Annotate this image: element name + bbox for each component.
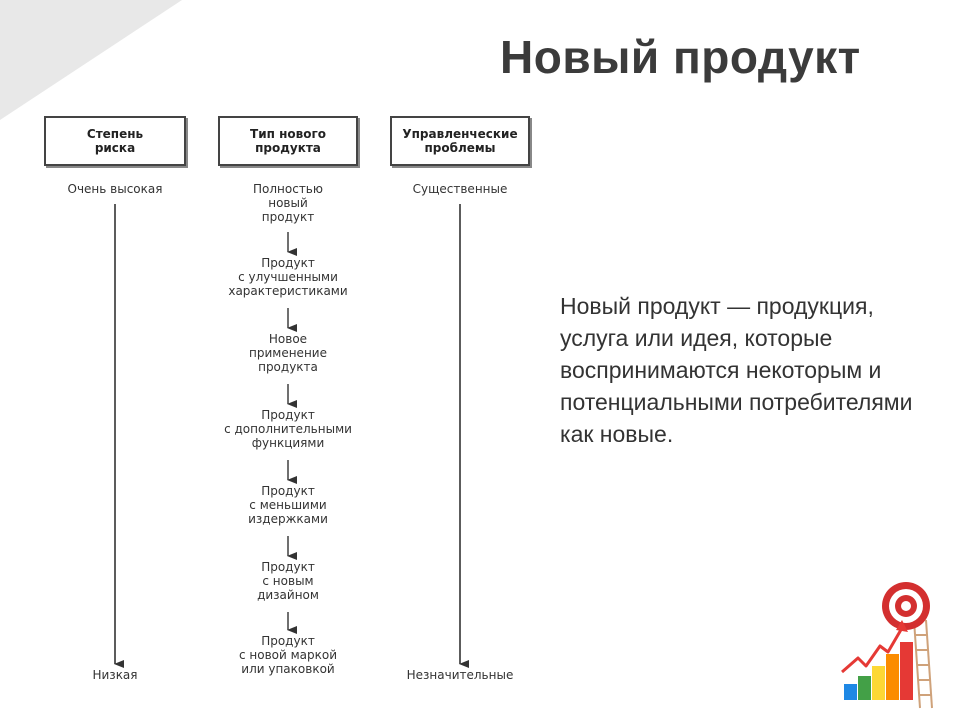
- header-problems-line-1: Управленческие: [402, 127, 518, 141]
- header-product-type: Тип нового продукта: [218, 116, 358, 166]
- header-type-line-2: продукта: [255, 141, 321, 155]
- header-problems-line-2: проблемы: [424, 141, 496, 155]
- header-risk-line-2: риска: [94, 141, 136, 155]
- product-type-step: Продукт с новым дизайном: [257, 560, 319, 602]
- product-type-step: Продукт с меньшими издержками: [248, 484, 328, 526]
- problems-bottom-label: Незначительные: [406, 668, 514, 682]
- product-type-step: Полностью новый продукт: [253, 182, 323, 224]
- header-type-line-1: Тип нового: [250, 127, 326, 141]
- risk-top-label: Очень высокая: [67, 182, 163, 196]
- definition-text: Новый продукт — продукция, услуга или ид…: [560, 293, 913, 447]
- corner-decoration: [0, 0, 182, 120]
- risk-bottom-label: Низкая: [92, 668, 138, 682]
- product-type-step: Продукт с дополнительными функциями: [224, 408, 352, 450]
- header-risk-line-1: Степень: [86, 127, 144, 141]
- product-type-step: Продукт с улучшенными характеристиками: [228, 256, 348, 298]
- header-problems: Управленческие проблемы: [390, 116, 530, 166]
- problems-top-label: Существенные: [412, 182, 508, 196]
- product-type-step: Новое применение продукта: [249, 332, 327, 374]
- product-type-step: Продукт с новой маркой или упаковкой: [238, 634, 338, 676]
- target-growth-icon: [841, 582, 933, 709]
- header-risk: Степень риска: [44, 116, 186, 166]
- slide-title: Новый продукт: [500, 31, 861, 83]
